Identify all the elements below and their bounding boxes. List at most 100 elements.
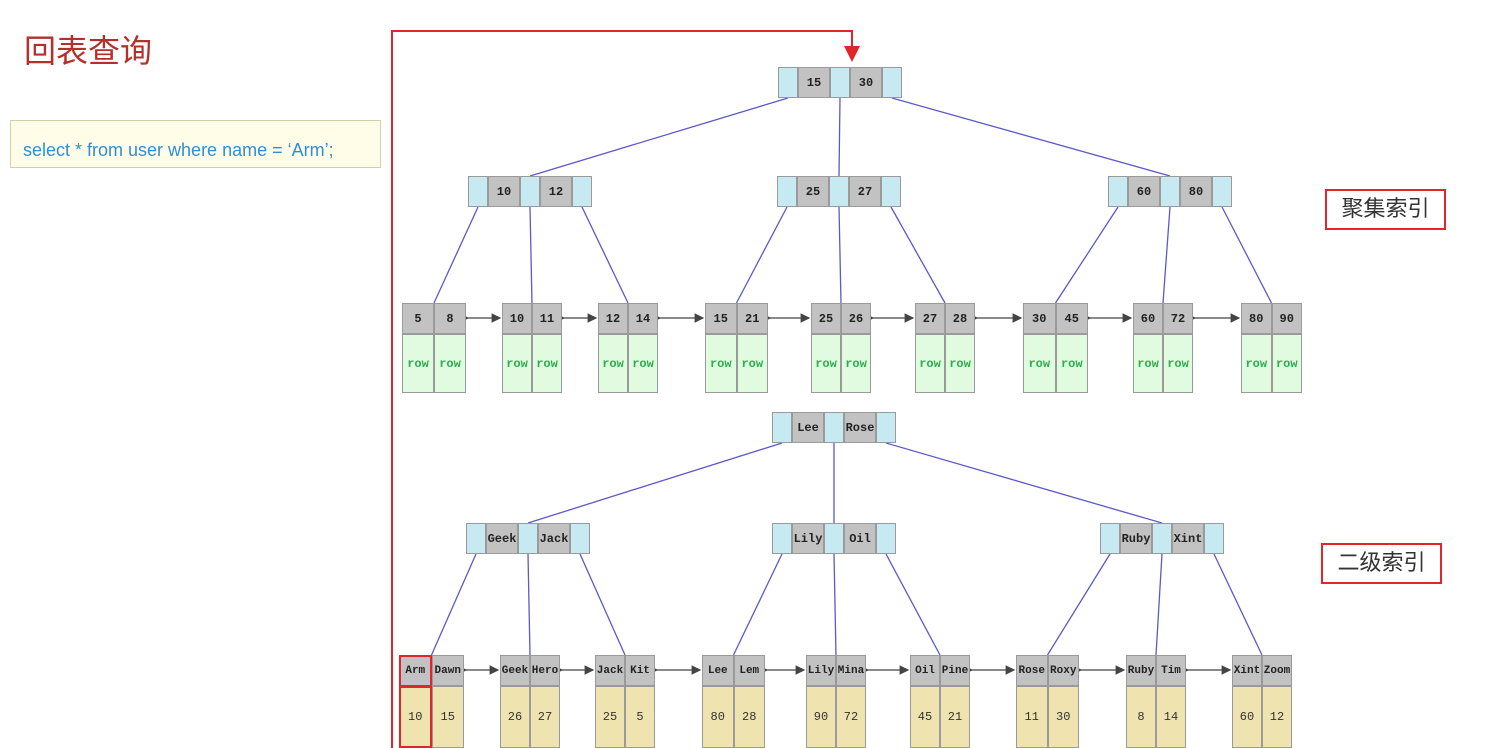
tree-edge — [579, 553, 626, 656]
leaf-primary-key-value: 12 — [1262, 686, 1292, 748]
pointer-cell — [572, 176, 592, 207]
leaf-key: 28 — [945, 303, 975, 334]
root-node-key: Lee — [792, 412, 824, 443]
leaf-row: row — [915, 334, 945, 393]
leaf-primary-key-value: 72 — [836, 686, 866, 748]
leaf-key: 25 — [811, 303, 841, 334]
tree-edge — [430, 553, 477, 656]
pointer-cell — [824, 412, 844, 443]
leaf-key: 30 — [1023, 303, 1056, 334]
leaf-row: row — [1163, 334, 1193, 393]
leaf-key: 26 — [841, 303, 871, 334]
internal-node-key: Lily — [792, 523, 824, 554]
pointer-cell — [829, 176, 849, 207]
tree-edge — [433, 206, 479, 304]
tree-edge — [891, 97, 1171, 177]
internal-node-key: Ruby — [1120, 523, 1152, 554]
leaf-key: Tim — [1156, 655, 1186, 686]
tree-edge — [529, 97, 789, 177]
leaf-key: 45 — [1055, 303, 1088, 334]
leaf-row: row — [598, 334, 628, 393]
pointer-cell — [570, 523, 590, 554]
leaf-key: 15 — [705, 303, 737, 334]
leaf-key: 11 — [532, 303, 562, 334]
pointer-cell — [468, 176, 488, 207]
leaf-primary-key-value: 80 — [702, 686, 734, 748]
tree-edge — [1213, 553, 1263, 656]
tree-edge — [1054, 206, 1119, 304]
tree-edge — [885, 553, 941, 656]
leaf-row: row — [532, 334, 562, 393]
leaf-key: Dawn — [431, 655, 464, 686]
leaf-key: 72 — [1163, 303, 1193, 334]
tree-edge — [1046, 553, 1111, 656]
leaf-primary-key-value: 30 — [1047, 686, 1079, 748]
tree-edge — [1221, 206, 1273, 304]
highlighted-value-box — [399, 686, 432, 748]
pointer-cell — [824, 523, 844, 554]
leaf-key: Lee — [702, 655, 734, 686]
tree-edge — [833, 553, 837, 656]
tree-edge — [581, 206, 629, 304]
tree-edge — [885, 442, 1163, 524]
leaf-key: Hero — [530, 655, 560, 686]
leaf-key: Ruby — [1126, 655, 1156, 686]
pointer-cell — [876, 412, 896, 443]
leaf-key: 14 — [628, 303, 658, 334]
secondary-index-label: 二级索引 — [1321, 543, 1442, 584]
leaf-key: 8 — [434, 303, 466, 334]
internal-node-key: Geek — [486, 523, 518, 554]
leaf-row: row — [1241, 334, 1272, 393]
leaf-key: Jack — [595, 655, 625, 686]
tree-edge — [1162, 206, 1171, 304]
lookup-back-arrow — [391, 30, 860, 748]
pointer-cell — [1152, 523, 1172, 554]
leaf-primary-key-value: 25 — [595, 686, 625, 748]
leaf-primary-key-value: 27 — [530, 686, 560, 748]
internal-node-key: 60 — [1128, 176, 1160, 207]
leaf-row: row — [402, 334, 434, 393]
leaf-key: 90 — [1271, 303, 1302, 334]
tree-edge — [838, 206, 842, 304]
pointer-cell — [1100, 523, 1120, 554]
leaf-primary-key-value: 45 — [910, 686, 940, 748]
leaf-primary-key-value: 26 — [500, 686, 530, 748]
root-node-key: Rose — [844, 412, 876, 443]
leaf-key: 80 — [1241, 303, 1272, 334]
pointer-cell — [1160, 176, 1180, 207]
leaf-row: row — [945, 334, 975, 393]
leaf-row: row — [1271, 334, 1302, 393]
leaf-key: Arm — [399, 655, 432, 686]
leaf-key: Kit — [625, 655, 655, 686]
leaf-row: row — [1133, 334, 1163, 393]
pointer-cell — [772, 523, 792, 554]
leaf-key: 5 — [402, 303, 434, 334]
tree-edge — [529, 206, 533, 304]
internal-node-key: Jack — [538, 523, 570, 554]
root-node-key: 30 — [850, 67, 882, 98]
leaf-primary-key-value: 60 — [1232, 686, 1262, 748]
pointer-cell — [466, 523, 486, 554]
leaf-row: row — [502, 334, 532, 393]
pointer-cell — [881, 176, 901, 207]
tree-edge — [527, 442, 783, 524]
pointer-cell — [1108, 176, 1128, 207]
pointer-cell — [772, 412, 792, 443]
tree-edge — [735, 206, 788, 304]
leaf-key: Rose — [1016, 655, 1048, 686]
leaf-key: Lily — [806, 655, 836, 686]
leaf-key: Pine — [940, 655, 970, 686]
highlighted-key-box — [399, 655, 432, 687]
internal-node-key: Oil — [844, 523, 876, 554]
leaf-key: Xint — [1232, 655, 1262, 686]
page-title: 回表查询 — [24, 32, 153, 70]
pointer-cell — [778, 67, 798, 98]
leaf-key: Oil — [910, 655, 940, 686]
pointer-cell — [1212, 176, 1232, 207]
leaf-row: row — [434, 334, 466, 393]
leaf-row: row — [1023, 334, 1056, 393]
leaf-row: row — [811, 334, 841, 393]
tree-edge — [527, 553, 531, 656]
tree-edge — [732, 553, 783, 656]
